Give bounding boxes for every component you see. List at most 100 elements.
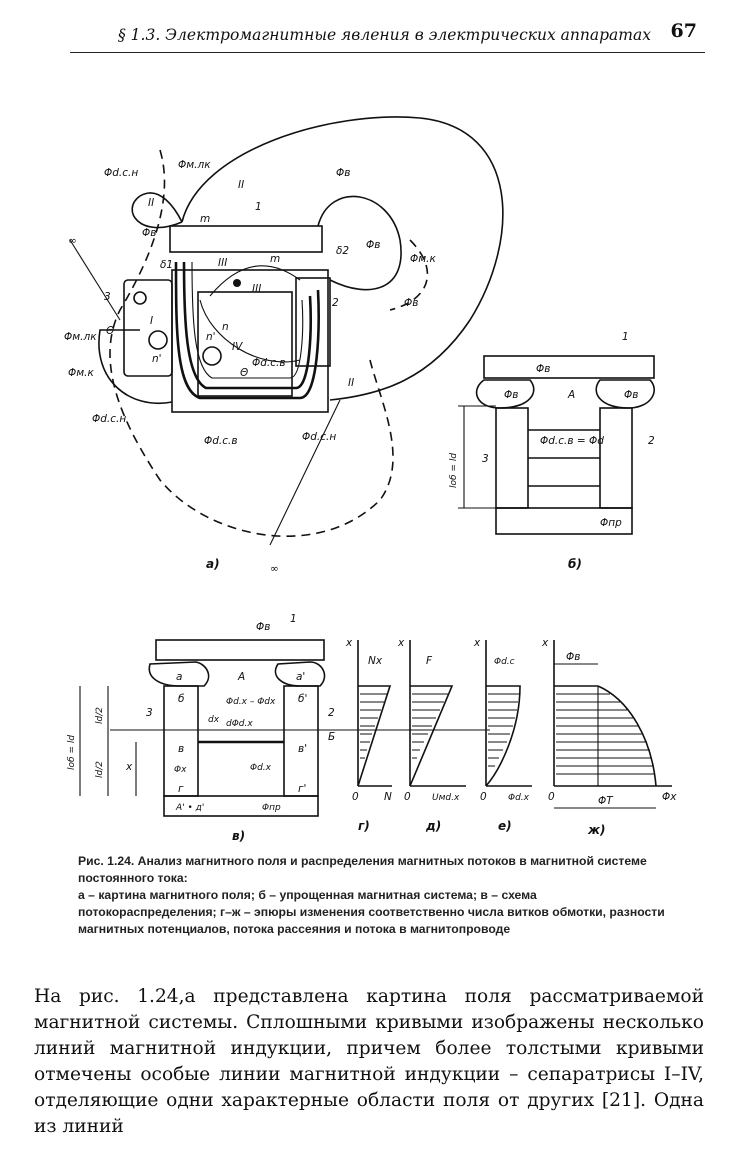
separatrix-inner-2 bbox=[182, 261, 312, 390]
field-line-outer bbox=[181, 116, 504, 401]
epure-g: x Nx 0 N г) bbox=[345, 637, 392, 833]
lbl-1-b: 1 bbox=[622, 331, 629, 343]
lbl-theta-b: Θ bbox=[240, 367, 249, 379]
lbl-ld-half-top: ld/2 bbox=[95, 707, 105, 724]
lbl-g-Nx: Nx bbox=[368, 655, 383, 667]
lbl-I: I bbox=[150, 315, 153, 327]
armature bbox=[169, 225, 323, 253]
lbl-B-v: Б bbox=[328, 731, 335, 743]
flux-point-I bbox=[148, 330, 168, 350]
lbl-m-mid: m bbox=[270, 253, 280, 265]
lbl-delta-v: б bbox=[178, 693, 185, 705]
field-line-infinity bbox=[69, 239, 121, 321]
epure-d: x F 0 Uмd.x д) bbox=[397, 637, 466, 833]
caption-body: а – картина магнитного поля; б – упрощен… bbox=[78, 888, 665, 936]
lbl-d-U: Uмd.x bbox=[432, 793, 460, 803]
lbl-v-v: в bbox=[178, 743, 184, 755]
lbl-II-right: II bbox=[348, 377, 354, 389]
flux-point-center bbox=[233, 279, 241, 287]
lbl-phi-v-b-right: Φв bbox=[624, 389, 638, 401]
lbl-lob-b: lоб = ld bbox=[449, 453, 459, 488]
core-right-b bbox=[599, 407, 633, 509]
lbl-IV: IV bbox=[232, 341, 243, 353]
core-window bbox=[197, 291, 293, 397]
panel-label-d: д) bbox=[425, 819, 441, 833]
lbl-phi-x-v: Φx bbox=[174, 765, 187, 775]
lbl-m-top: m bbox=[200, 213, 210, 225]
running-title: § 1.3. Электромагнитные явления в электр… bbox=[118, 26, 651, 44]
panel-a-magnetic-field: Φd.c.н Φм.лк Φв II II 1 m ∞ Φв δ2 Φв Φм.… bbox=[64, 116, 504, 575]
armature-b bbox=[483, 355, 655, 379]
lbl-phi-v-far: Φв bbox=[404, 297, 418, 309]
field-loop-II bbox=[131, 192, 183, 229]
epure-zh-curve bbox=[597, 685, 657, 787]
lbl-phi-dsv: Φd.c.в bbox=[252, 357, 286, 369]
lbl-infinity-bottom: ∞ bbox=[270, 563, 279, 575]
lbl-phi-mlk-left: Φм.лк bbox=[64, 331, 97, 343]
lbl-phi-v-b-left: Φв bbox=[504, 389, 518, 401]
lbl-II-mid: II bbox=[238, 179, 244, 191]
field-inner-4 bbox=[199, 299, 301, 363]
lbl-e-zero: 0 bbox=[480, 791, 487, 803]
figure-1-24: Φd.c.н Φм.лк Φв II II 1 m ∞ Φв δ2 Φв Φм.… bbox=[64, 116, 677, 843]
separatrix-dashed-2 bbox=[389, 239, 429, 311]
flux-point-IV bbox=[202, 346, 222, 366]
lbl-ld-half-bottom: ld/2 bbox=[95, 761, 105, 778]
lbl-a-v: a bbox=[176, 671, 182, 683]
panel-label-g: г) bbox=[358, 819, 370, 833]
lbl-A-b: A bbox=[567, 389, 575, 401]
lbl-phi-pr-b: Φпр bbox=[600, 517, 622, 529]
lbl-g-zero: 0 bbox=[352, 791, 359, 803]
epure-e-hatch bbox=[488, 693, 519, 767]
lbl-zh-phi-v: Φв bbox=[566, 651, 580, 663]
lbl-A-v: A bbox=[237, 671, 245, 683]
caption-title: Рис. 1.24. Анализ магнитного поля и расп… bbox=[78, 854, 647, 885]
lbl-n-prime-a: n' bbox=[206, 331, 216, 343]
lbl-g-x: x bbox=[345, 637, 353, 649]
running-header: § 1.3. Электромагнитные явления в электр… bbox=[70, 18, 705, 53]
lbl-d-x: x bbox=[397, 637, 405, 649]
epure-zh: x Φв 0 ΦТ Φx ж) bbox=[541, 637, 677, 837]
lbl-III-b: III bbox=[252, 283, 261, 295]
lbl-2-v: 2 bbox=[328, 707, 335, 719]
lbl-phi-v-v: Φв bbox=[256, 621, 270, 633]
gap-v-a-prime bbox=[274, 661, 326, 687]
lbl-phi-dsn-bottom: Φd.c.н bbox=[92, 413, 126, 425]
lbl-delta1: δ1 bbox=[160, 259, 173, 271]
epure-d-triangle bbox=[409, 685, 454, 787]
lbl-1-a: 1 bbox=[255, 201, 262, 213]
lbl-3-v: 3 bbox=[146, 707, 153, 719]
gap-v-a bbox=[148, 661, 210, 687]
yoke-v bbox=[163, 795, 319, 817]
armature-v bbox=[155, 639, 325, 661]
lbl-g-N: N bbox=[384, 791, 392, 803]
lbl-n: n bbox=[222, 321, 229, 333]
lbl-3-a: 3 bbox=[104, 291, 111, 303]
lbl-phi-dsn: Φd.c.н bbox=[104, 167, 138, 179]
lbl-phi-dx-v: Φd.x bbox=[250, 763, 272, 773]
lbl-phi-v-b: Φв bbox=[536, 363, 550, 375]
lbl-phi-dsv-bottom: Φd.c.в bbox=[204, 435, 238, 447]
lbl-a-prime-v: a' bbox=[296, 671, 305, 683]
lbl-g-v: г bbox=[178, 783, 184, 795]
lbl-phi-v-top: Φв bbox=[336, 167, 350, 179]
coil-left bbox=[123, 279, 173, 377]
field-loop-right bbox=[317, 195, 402, 291]
lbl-e-x: x bbox=[473, 637, 481, 649]
epure-g-triangle bbox=[357, 685, 392, 787]
lbl-delta2: δ2 bbox=[336, 245, 349, 257]
lbl-1-v: 1 bbox=[290, 613, 297, 625]
field-inner-5 bbox=[209, 265, 301, 297]
lbl-n-prime-b: n' bbox=[152, 353, 162, 365]
lbl-d-phi-dx: dΦd.x bbox=[226, 719, 253, 729]
epure-e: x Φd.c 0 Φd.x е) bbox=[473, 637, 532, 833]
lbl-zh-x: x bbox=[541, 637, 549, 649]
panel-label-v: в) bbox=[232, 829, 245, 843]
lbl-zh-phi-x: Φx bbox=[662, 791, 677, 803]
body-paragraph: На рис. 1.24,а представлена картина поля… bbox=[34, 986, 704, 1137]
lbl-3-b: 3 bbox=[482, 453, 489, 465]
lbl-zh-phi-t: ΦТ bbox=[598, 795, 614, 807]
field-inner-3 bbox=[191, 261, 304, 379]
lbl-x-v: x bbox=[125, 761, 133, 773]
yoke-b bbox=[495, 507, 633, 535]
